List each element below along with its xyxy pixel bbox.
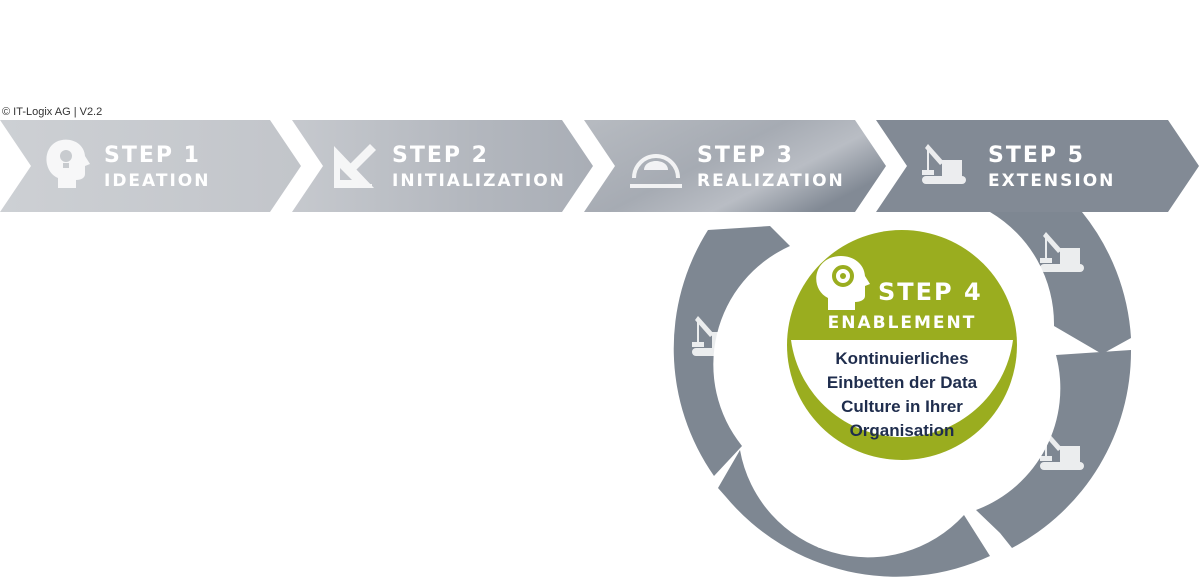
step4-description-line-1: Kontinuierliches (835, 349, 968, 368)
step2-name: INITIALIZATION (392, 171, 566, 191)
step3-number: STEP 3 (697, 143, 794, 168)
step3-name: REALIZATION (697, 171, 845, 191)
step4-description-line-4: Organisation (850, 421, 955, 440)
step4-description-line-2: Einbetten der Data (827, 373, 978, 392)
cycle-segment-bottom (718, 450, 990, 577)
head-lightbulb-icon (46, 139, 90, 188)
head-gear-icon (816, 256, 870, 310)
step1-name: IDEATION (104, 171, 211, 191)
step4-number: STEP 4 (878, 278, 983, 306)
cycle-segment-left (673, 226, 790, 476)
crane-icon-cycle-left (692, 316, 736, 356)
ruler-pencil-icon (334, 144, 376, 188)
crane-icon-cycle-top (1040, 232, 1084, 272)
step1-number: STEP 1 (104, 143, 201, 168)
step2-number: STEP 2 (392, 143, 489, 168)
crane-icon-cycle-right (1040, 430, 1084, 470)
step5-number: STEP 5 (988, 143, 1085, 168)
crane-icon-step5 (922, 144, 966, 184)
cycle-segment-right-top (990, 212, 1131, 354)
cycle-segment-right-bottom (976, 350, 1132, 548)
crane-icon-cycle-bottom (816, 508, 860, 548)
hardhat-gauge-icon (630, 154, 682, 188)
step-arrow-3 (584, 120, 886, 212)
copyright-label: © IT-Logix AG | V2.2 (2, 106, 103, 118)
step5-name: EXTENSION (988, 171, 1115, 191)
step4-name: ENABLEMENT (828, 313, 977, 333)
step-arrow-5 (876, 120, 1199, 212)
cycle-ring (673, 212, 1132, 577)
step4-description-line-3: Culture in Ihrer (841, 397, 963, 416)
step-arrow-2 (292, 120, 593, 212)
